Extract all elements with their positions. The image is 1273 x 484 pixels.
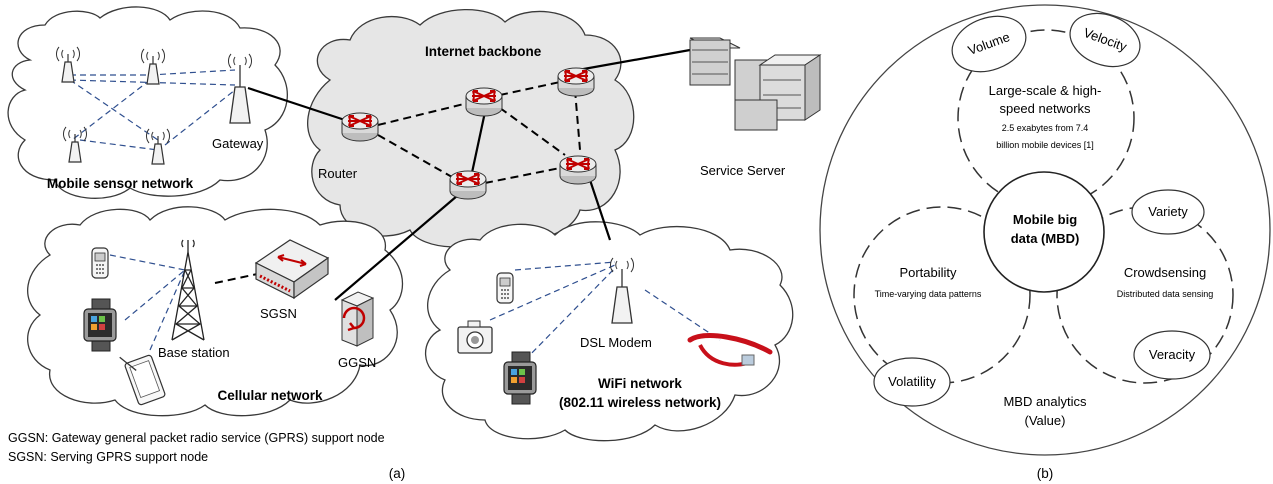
router-icon[interactable]: [559, 155, 597, 185]
large-scale-title-2: speed networks: [999, 101, 1091, 116]
footnote-sgsn: SGSN: Serving GPRS support node: [8, 450, 208, 464]
internet-backbone-cloud[interactable]: [307, 8, 635, 248]
router-label: Router: [318, 166, 358, 181]
volatility-oval: [873, 357, 951, 407]
veracity-oval: [1133, 330, 1211, 380]
sgsn-label: SGSN: [260, 306, 297, 321]
tablet-icon: [119, 354, 166, 406]
router-icon[interactable]: [557, 67, 595, 97]
base-station-tower-icon: [171, 239, 205, 341]
gateway-label: Gateway: [212, 136, 264, 151]
footnote-ggsn: GGSN: Gateway general packet radio servi…: [8, 431, 385, 445]
ggsn-label: GGSN: [338, 355, 376, 370]
large-scale-title-1: Large-scale & high-: [989, 83, 1102, 98]
ggsn-icon[interactable]: [340, 291, 375, 347]
panel-b: Volume Velocity Variety Volatility Verac…: [819, 4, 1271, 481]
service-server-label: Service Server: [700, 163, 786, 178]
cell-phone-icon: [91, 247, 109, 279]
dsl-modem-label: DSL Modem: [580, 335, 652, 350]
backbone-label: Internet backbone: [425, 44, 542, 59]
wifi-network-label: WiFi network: [598, 376, 682, 391]
wifi-network-sublabel: (802.11 wireless network): [559, 395, 721, 410]
volatility-label: Volatility: [888, 374, 936, 389]
portability-note: Time-varying data patterns: [875, 289, 982, 299]
velocity-oval: [1069, 12, 1141, 68]
mbd-analytics-title: MBD analytics: [1003, 394, 1087, 409]
cell-phone-icon: [496, 272, 514, 304]
sgsn-switch-icon[interactable]: [254, 239, 330, 300]
caption-b: (b): [1037, 466, 1054, 481]
gateway-icon: [227, 53, 253, 124]
base-station-label: Base station: [158, 345, 230, 360]
router-icon[interactable]: [449, 170, 487, 200]
sensor-network-label: Mobile sensor network: [47, 176, 194, 191]
dsl-modem-icon: [609, 257, 635, 324]
mbd-center-title-1: Mobile big: [1013, 212, 1077, 227]
cellular-links: [109, 254, 186, 351]
variety-label: Variety: [1148, 204, 1188, 219]
router-icon[interactable]: [465, 87, 503, 117]
server-icon[interactable]: [689, 37, 822, 131]
cellular-network-label: Cellular network: [217, 388, 323, 403]
mbd-center-title-2: data (MBD): [1011, 231, 1080, 246]
large-scale-note-1: 2.5 exabytes from 7.4: [1002, 123, 1089, 133]
volume-oval: [951, 15, 1027, 73]
crowdsensing-note: Distributed data sensing: [1117, 289, 1214, 299]
panel-a: Mobile sensor network Internet backbone …: [7, 6, 822, 481]
camera-icon: [457, 320, 493, 354]
portability-title: Portability: [899, 265, 957, 280]
mbd-center-circle: [983, 171, 1105, 293]
veracity-label: Veracity: [1149, 347, 1196, 362]
crowdsensing-circle: [1056, 206, 1234, 384]
router-icon[interactable]: [341, 112, 379, 142]
mbd-analytics-value: (Value): [1025, 413, 1066, 428]
variety-oval: [1131, 189, 1205, 235]
caption-a: (a): [389, 466, 406, 481]
large-scale-note-2: billion mobile devices [1]: [996, 140, 1094, 150]
crowdsensing-title: Crowdsensing: [1124, 265, 1206, 280]
smart-glasses-icon: [687, 333, 773, 367]
wifi-links: [489, 261, 721, 361]
